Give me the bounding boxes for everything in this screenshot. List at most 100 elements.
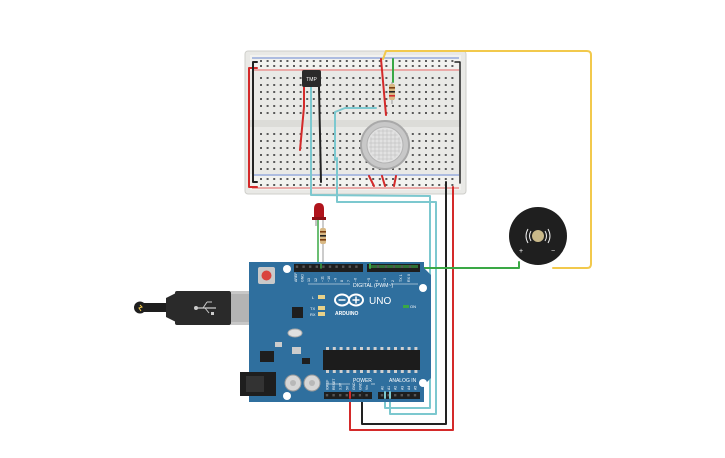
breadboard-hole[interactable] bbox=[345, 84, 348, 86]
breadboard-hole[interactable] bbox=[293, 184, 295, 186]
breadboard-hole[interactable] bbox=[438, 178, 441, 180]
breadboard-hole[interactable] bbox=[332, 77, 335, 79]
breadboard-hole[interactable] bbox=[398, 105, 401, 107]
breadboard-hole[interactable] bbox=[339, 147, 342, 149]
analog-pin[interactable] bbox=[380, 394, 384, 397]
breadboard-hole[interactable] bbox=[359, 154, 361, 156]
breadboard-hole[interactable] bbox=[378, 112, 381, 114]
breadboard-hole[interactable] bbox=[326, 154, 328, 156]
breadboard-hole[interactable] bbox=[312, 184, 315, 186]
breadboard-hole[interactable] bbox=[405, 178, 408, 180]
breadboard-hole[interactable] bbox=[418, 168, 421, 170]
digital-pin[interactable] bbox=[295, 265, 299, 268]
breadboard-hole[interactable] bbox=[418, 91, 421, 93]
breadboard-hole[interactable] bbox=[438, 140, 441, 142]
breadboard-hole[interactable] bbox=[260, 91, 262, 93]
breadboard-hole[interactable] bbox=[425, 147, 427, 149]
breadboard-hole[interactable] bbox=[352, 133, 355, 135]
breadboard-hole[interactable] bbox=[339, 184, 342, 186]
breadboard-hole[interactable] bbox=[418, 105, 421, 107]
breadboard-hole[interactable] bbox=[444, 154, 447, 156]
breadboard-hole[interactable] bbox=[451, 77, 454, 79]
power-pin[interactable] bbox=[345, 394, 348, 397]
breadboard-hole[interactable] bbox=[365, 98, 368, 100]
breadboard-hole[interactable] bbox=[385, 60, 388, 62]
breadboard-hole[interactable] bbox=[293, 168, 295, 170]
breadboard-hole[interactable] bbox=[418, 133, 421, 135]
breadboard-hole[interactable] bbox=[312, 105, 315, 107]
breadboard-hole[interactable] bbox=[378, 184, 381, 186]
breadboard-hole[interactable] bbox=[286, 98, 289, 100]
breadboard-hole[interactable] bbox=[411, 98, 414, 100]
breadboard-hole[interactable] bbox=[293, 98, 295, 100]
breadboard-hole[interactable] bbox=[286, 77, 289, 79]
breadboard-hole[interactable] bbox=[293, 154, 295, 156]
breadboard-hole[interactable] bbox=[352, 147, 355, 149]
breadboard-hole[interactable] bbox=[365, 105, 368, 107]
breadboard-hole[interactable] bbox=[451, 65, 454, 67]
breadboard-hole[interactable] bbox=[339, 60, 342, 62]
breadboard-hole[interactable] bbox=[444, 133, 447, 135]
breadboard-hole[interactable] bbox=[286, 60, 289, 62]
breadboard-hole[interactable] bbox=[306, 105, 309, 107]
breadboard-hole[interactable] bbox=[411, 147, 414, 149]
breadboard-hole[interactable] bbox=[438, 133, 441, 135]
breadboard-hole[interactable] bbox=[359, 184, 361, 186]
digital-pin[interactable] bbox=[342, 265, 345, 268]
breadboard-hole[interactable] bbox=[279, 184, 282, 186]
breadboard-hole[interactable] bbox=[365, 60, 368, 62]
breadboard-hole[interactable] bbox=[425, 154, 427, 156]
breadboard-hole[interactable] bbox=[405, 105, 408, 107]
breadboard-hole[interactable] bbox=[411, 105, 414, 107]
breadboard-hole[interactable] bbox=[345, 184, 348, 186]
breadboard-hole[interactable] bbox=[372, 98, 375, 100]
analog-pin[interactable] bbox=[400, 394, 403, 397]
breadboard-hole[interactable] bbox=[339, 105, 342, 107]
breadboard-hole[interactable] bbox=[405, 84, 408, 86]
breadboard-hole[interactable] bbox=[326, 161, 328, 163]
breadboard-hole[interactable] bbox=[352, 140, 355, 142]
breadboard-hole[interactable] bbox=[332, 91, 335, 93]
breadboard-hole[interactable] bbox=[365, 161, 368, 163]
power-pin[interactable] bbox=[339, 394, 342, 397]
breadboard-hole[interactable] bbox=[438, 105, 441, 107]
breadboard-hole[interactable] bbox=[293, 60, 295, 62]
breadboard-hole[interactable] bbox=[359, 105, 361, 107]
breadboard-hole[interactable] bbox=[451, 84, 454, 86]
breadboard-hole[interactable] bbox=[411, 154, 414, 156]
breadboard-hole[interactable] bbox=[286, 147, 289, 149]
breadboard-hole[interactable] bbox=[299, 105, 302, 107]
breadboard-hole[interactable] bbox=[273, 168, 276, 170]
breadboard-hole[interactable] bbox=[266, 112, 269, 114]
breadboard-hole[interactable] bbox=[431, 161, 434, 163]
digital-pin[interactable] bbox=[328, 265, 332, 268]
breadboard-hole[interactable] bbox=[385, 91, 388, 93]
breadboard-hole[interactable] bbox=[411, 112, 414, 114]
breadboard-hole[interactable] bbox=[359, 112, 361, 114]
breadboard-hole[interactable] bbox=[418, 77, 421, 79]
breadboard-hole[interactable] bbox=[286, 65, 289, 67]
breadboard-hole[interactable] bbox=[438, 168, 441, 170]
breadboard-hole[interactable] bbox=[405, 91, 408, 93]
digital-pin[interactable] bbox=[348, 265, 351, 268]
breadboard-hole[interactable] bbox=[405, 112, 408, 114]
breadboard-hole[interactable] bbox=[438, 77, 441, 79]
breadboard-hole[interactable] bbox=[273, 154, 276, 156]
breadboard-hole[interactable] bbox=[293, 77, 295, 79]
breadboard-hole[interactable] bbox=[260, 65, 262, 67]
breadboard-hole[interactable] bbox=[332, 184, 335, 186]
breadboard-hole[interactable] bbox=[352, 84, 355, 86]
breadboard-hole[interactable] bbox=[444, 105, 447, 107]
breadboard-hole[interactable] bbox=[293, 178, 295, 180]
breadboard-hole[interactable] bbox=[299, 168, 302, 170]
breadboard-hole[interactable] bbox=[385, 105, 388, 107]
breadboard-hole[interactable] bbox=[425, 84, 427, 86]
breadboard-hole[interactable] bbox=[425, 133, 427, 135]
breadboard-hole[interactable] bbox=[266, 154, 269, 156]
breadboard-hole[interactable] bbox=[352, 77, 355, 79]
digital-pin[interactable] bbox=[408, 265, 412, 268]
breadboard-hole[interactable] bbox=[451, 105, 454, 107]
analog-pin[interactable] bbox=[407, 394, 410, 397]
breadboard-hole[interactable] bbox=[299, 77, 302, 79]
breadboard-hole[interactable] bbox=[398, 84, 401, 86]
